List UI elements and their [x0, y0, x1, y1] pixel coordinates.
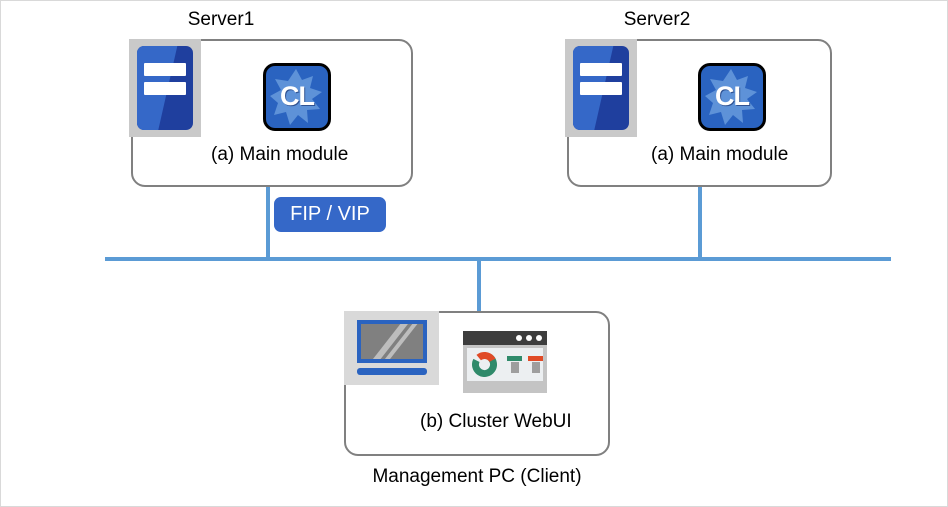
server1-cl-icon-text: CL	[280, 80, 315, 111]
monitor-screen	[357, 320, 427, 363]
browser-dot-1	[516, 335, 522, 341]
server-stack-bar-2	[144, 82, 186, 96]
server1-title: Server1	[187, 9, 255, 30]
cluster-webui-label: (b) Cluster WebUI	[420, 411, 572, 432]
browser-titlebar	[463, 331, 547, 345]
gauge-stem	[532, 362, 540, 373]
server-stack-body	[573, 46, 629, 130]
browser-content	[467, 348, 543, 381]
server-stack-bar-2	[580, 82, 622, 96]
server1-clusterpro-cl-icon: CL	[263, 63, 331, 131]
server1-module-label: (a) Main module	[211, 144, 349, 165]
browser-dot-3	[536, 335, 542, 341]
status-gauge-red	[528, 356, 543, 374]
server2-title: Server2	[623, 9, 691, 30]
gauge-stem	[511, 362, 519, 373]
server2-cl-icon-text: CL	[715, 80, 750, 111]
monitor-base	[357, 368, 427, 375]
server2-module-label: (a) Main module	[651, 144, 789, 165]
server2-server-stack-icon	[565, 39, 637, 137]
server2-clusterpro-cl-icon: CL	[698, 63, 766, 131]
browser-window-icon	[463, 331, 547, 393]
desktop-computer-icon	[344, 311, 439, 385]
client-network-connector	[477, 257, 481, 311]
server-stack-bar-1	[144, 62, 186, 76]
network-bus-line	[105, 257, 891, 261]
fip-vip-badge: FIP / VIP	[274, 197, 386, 232]
gauge-cap	[528, 356, 543, 361]
gauge-cap	[507, 356, 522, 361]
donut-chart-icon	[472, 352, 497, 377]
server-stack-bar-1	[580, 62, 622, 76]
clusterpro-splash-shape	[270, 69, 322, 125]
browser-dot-2	[526, 335, 532, 341]
status-gauge-green	[507, 356, 522, 374]
server1-server-stack-icon	[129, 39, 201, 137]
server1-network-connector	[266, 187, 270, 261]
management-pc-caption: Management PC (Client)	[372, 466, 582, 487]
server2-network-connector	[698, 187, 702, 261]
server-stack-body	[137, 46, 193, 130]
clusterpro-splash-shape	[705, 69, 757, 125]
